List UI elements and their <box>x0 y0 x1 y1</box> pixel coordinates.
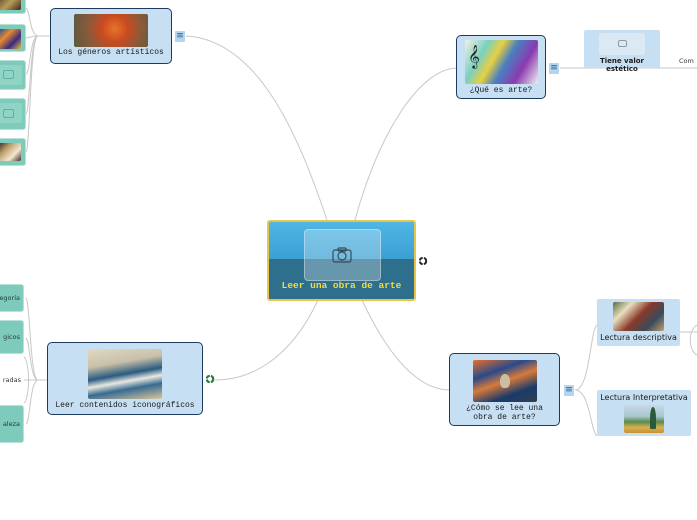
child-node-dark-painting[interactable] <box>0 0 26 14</box>
link-como-lee-interpretativa <box>574 389 598 437</box>
child-label: gicos <box>3 333 20 341</box>
dark-painting-thumbnail <box>0 0 21 10</box>
scream-thumbnail <box>473 360 537 402</box>
child-node-categoria[interactable]: egoría <box>0 284 24 312</box>
image-placeholder <box>304 229 381 281</box>
subtopic-label: Lectura Interpretativa <box>600 393 688 402</box>
child-label: egoría <box>0 294 20 302</box>
camera-icon <box>332 247 352 263</box>
link-central-como-lee <box>361 299 451 391</box>
sync-icon[interactable] <box>205 374 215 384</box>
child-node-tecnologicos[interactable]: gicos <box>0 320 24 354</box>
topic-label: Leer contenidos iconográficos <box>55 401 195 410</box>
link-generos-children <box>25 7 50 153</box>
link-como-lee-descriptiva <box>574 324 598 391</box>
wheat-field-thumbnail <box>624 405 664 433</box>
subtopic-lectura-descriptiva[interactable]: Lectura descriptiva <box>597 299 680 346</box>
subtopic-next-label[interactable]: Com <box>679 57 694 65</box>
topic-label-line2: obra de arte? <box>473 413 536 422</box>
figure-painting-thumbnail <box>0 143 21 161</box>
child-label: aleza <box>2 420 20 428</box>
topic-label-line1: ¿Cómo se lee una <box>466 404 543 413</box>
painting-thumbnail <box>74 14 148 47</box>
child-node-city-painting[interactable] <box>0 24 26 52</box>
topic-contenidos-iconograficos[interactable]: Leer contenidos iconográficos <box>47 342 203 415</box>
central-label: Leer una obra de arte <box>281 280 402 291</box>
topic-label: Los géneros artísticos <box>58 48 164 57</box>
camera-icon <box>618 40 627 47</box>
central-topic[interactable]: Leer una obra de arte <box>267 220 416 301</box>
subtopic-lectura-interpretativa[interactable]: Lectura Interpretativa <box>597 390 691 436</box>
topic-label: ¿Qué es arte? <box>469 86 533 95</box>
crowd-painting-thumbnail <box>613 302 664 331</box>
child-node-camera-2[interactable] <box>0 98 26 130</box>
menu-icon[interactable]: ≡ <box>564 385 574 396</box>
topic-como-se-lee[interactable]: ¿Cómo se lee una obra de arte? <box>449 353 560 426</box>
menu-icon[interactable]: ≡ <box>549 63 559 74</box>
subtopic-valor-estetico[interactable]: Tiene valor estético <box>584 30 660 73</box>
art-collage-thumbnail: 𝄞 <box>465 40 538 84</box>
child-node-figure-painting[interactable] <box>0 138 26 166</box>
image-placeholder <box>599 33 645 55</box>
link-central-generos <box>185 35 328 221</box>
child-label: radas <box>2 376 21 384</box>
great-wave-thumbnail <box>88 349 162 399</box>
topic-que-es-arte[interactable]: 𝄞 ¿Qué es arte? <box>456 35 546 99</box>
refresh-icon[interactable] <box>418 256 428 266</box>
child-node-camera-1[interactable] <box>0 60 26 90</box>
link-central-iconograficos <box>214 299 319 381</box>
menu-icon[interactable]: ≡ <box>175 31 185 42</box>
subtopic-label: Tiene valor estético <box>599 57 645 73</box>
topic-generos-artisticos[interactable]: Los géneros artísticos <box>50 8 172 64</box>
child-node-naturaleza[interactable]: aleza <box>0 405 24 443</box>
camera-icon <box>3 109 14 118</box>
child-node-miradas[interactable]: radas <box>0 370 24 390</box>
subtopic-label: Lectura descriptiva <box>600 333 677 342</box>
link-central-que-es <box>354 67 457 221</box>
camera-icon <box>3 70 14 79</box>
city-painting-thumbnail <box>0 29 21 49</box>
link-iconograficos-children <box>24 297 48 425</box>
